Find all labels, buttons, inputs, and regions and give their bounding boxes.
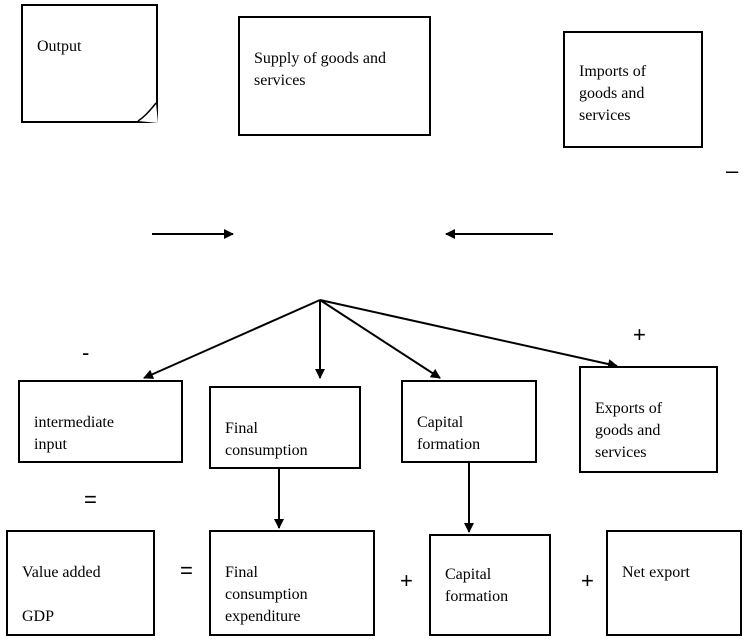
final-consumption-expenditure-box: Final consumption expenditure <box>209 530 375 636</box>
net-export-box: Net export <box>606 530 742 636</box>
final-consumption-label: Final consumption <box>225 420 308 459</box>
value-added-box: Value added GDP <box>6 530 155 636</box>
supply-box: Supply of goods and services <box>238 16 431 136</box>
intermediate-input-label: intermediate input <box>34 414 114 453</box>
intermediate-input-box: intermediate input <box>18 380 183 463</box>
plus-sign-exports: + <box>633 322 646 347</box>
output-box: Output <box>21 4 158 123</box>
arrow-to-intermediate <box>143 299 321 379</box>
equals-sign-vertical: = <box>84 487 97 512</box>
capital-formation-label: Capital formation <box>417 414 481 453</box>
net-export-label: Net export <box>622 564 690 581</box>
exports-label: Exports of goods and services <box>595 400 663 461</box>
arrow-to-capital-formation <box>319 299 441 379</box>
arrow-to-exports <box>319 299 618 369</box>
final-consumption-box: Final consumption <box>209 386 361 469</box>
plus-sign-1: + <box>400 568 413 593</box>
equals-sign-row: = <box>180 558 193 583</box>
value-added-label: Value added GDP <box>22 564 101 625</box>
plus-sign-2: + <box>581 568 594 593</box>
minus-sign-right: – <box>726 158 739 183</box>
folded-corner-icon <box>137 102 158 123</box>
imports-box: Imports of goods and services <box>563 31 703 148</box>
capital-formation-2-box: Capital formation <box>429 534 551 636</box>
final-consumption-expenditure-label: Final consumption expenditure <box>225 564 308 625</box>
output-label: Output <box>37 38 82 55</box>
exports-box: Exports of goods and services <box>579 366 718 473</box>
minus-sign-left: - <box>82 340 90 365</box>
capital-formation-2-label: Capital formation <box>445 566 509 605</box>
capital-formation-box: Capital formation <box>401 380 537 463</box>
supply-label: Supply of goods and services <box>254 50 386 89</box>
imports-label: Imports of goods and services <box>579 63 647 124</box>
